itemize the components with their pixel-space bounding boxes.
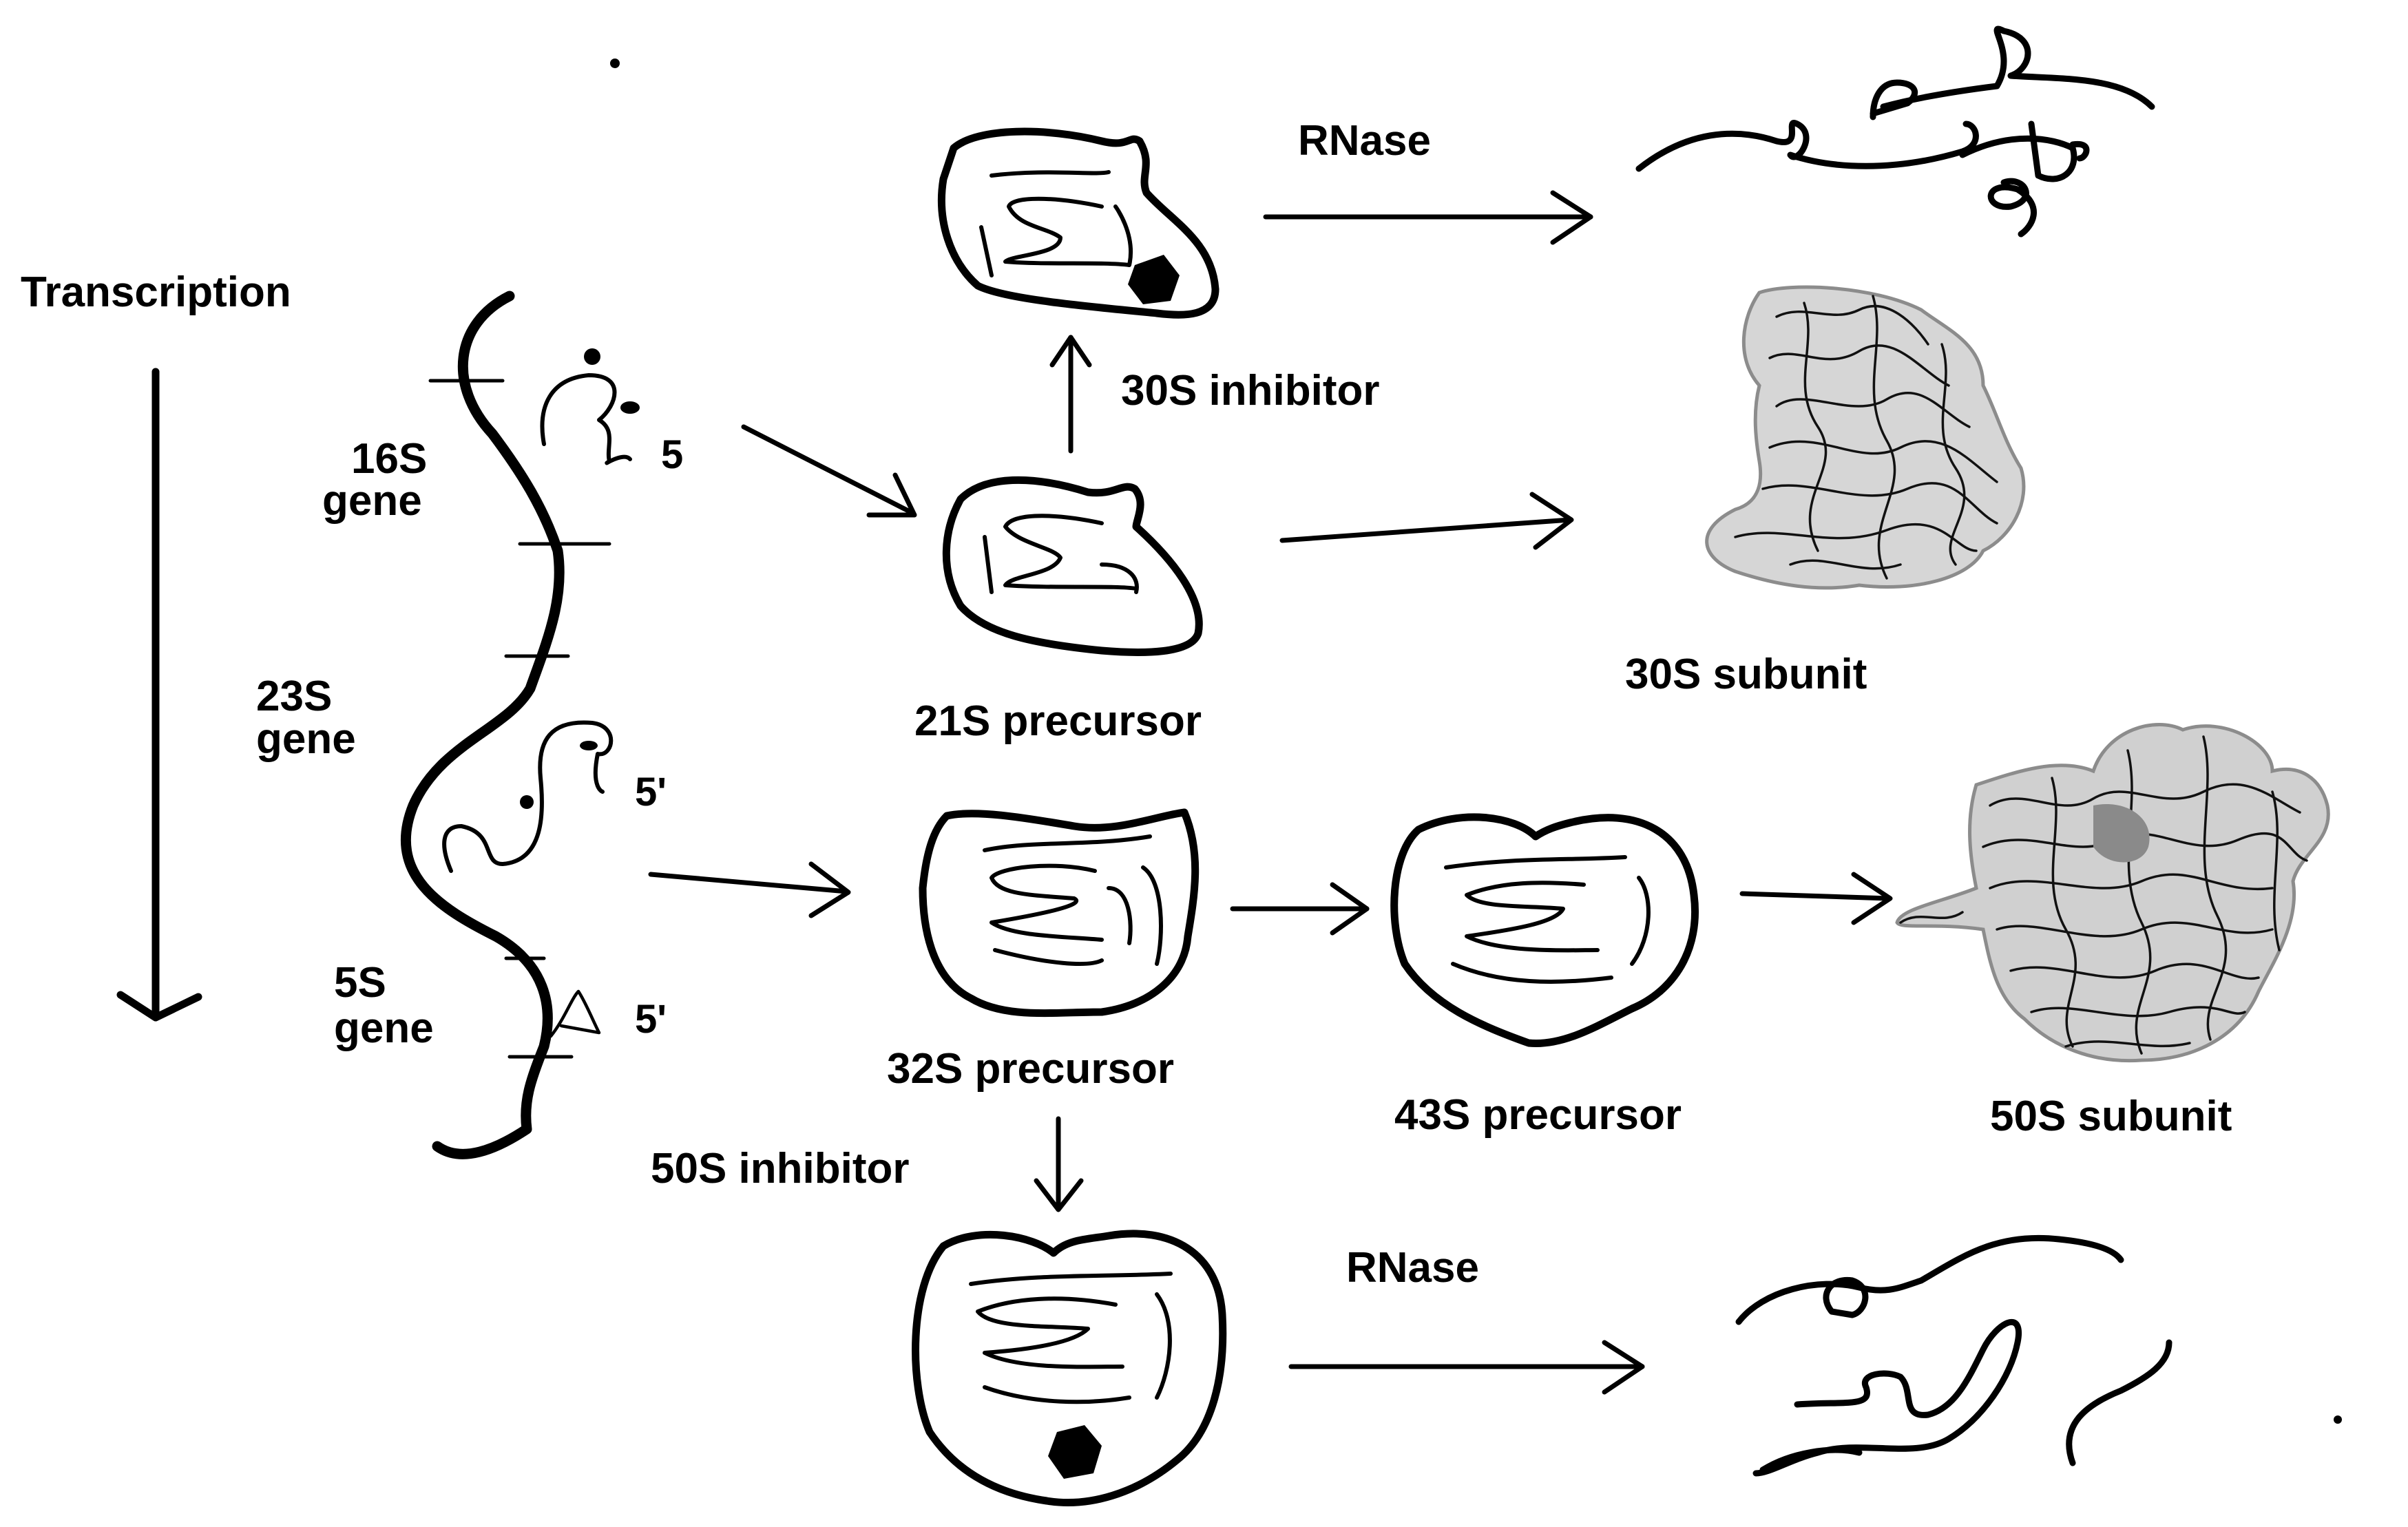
21s-precursor-label: 21S precursor [914,697,1202,745]
32s-precursor-label: 32S precursor [887,1045,1174,1093]
stray-dot [610,59,620,68]
rrna-operon-strand [400,291,640,1159]
arrow-strand-to-32s [648,872,850,894]
end-16s-label: 5 [661,432,683,477]
30s-subunit-label: 30S subunit [1625,651,1867,698]
50s-inhibitor-label: 50S inhibitor [651,1145,909,1192]
50s-inhibited-particle [912,1230,1227,1506]
gene-23s-label-2: gene [256,715,356,763]
rnase-top-label: RNase [1298,117,1431,165]
43s-precursor-label: 43S precursor [1394,1091,1682,1139]
end-5s-label: 5' [635,997,667,1042]
gene-16s-label-2: gene [322,477,422,525]
end-23s-label: 5' [635,770,667,814]
43s-precursor-particle [1390,813,1699,1048]
32s-precursor-particle [919,808,1200,1018]
degraded-rna-bottom [1735,1234,2173,1477]
gene-16s-label: 16S [351,435,427,483]
50s-subunit-label: 50S subunit [1990,1093,2232,1140]
degraded-rna-top [1635,25,2155,238]
arrow-strand-to-21s [741,424,915,516]
21s-precursor-particle [942,476,1203,656]
30s-inhibitor-label: 30S inhibitor [1121,367,1379,414]
50s-subunit-structure [1895,723,2330,1063]
arrow-21s-to-30s [1279,517,1573,543]
arrow-43s-to-50s [1739,891,1891,901]
stray-dot [2334,1415,2342,1424]
transcription-arrow [116,368,202,1022]
transcription-label: Transcription [21,268,291,316]
gene-5s-label: 5S [334,959,386,1007]
30s-subunit-structure [1705,285,2026,590]
rnase-bottom-label: RNase [1346,1244,1479,1292]
30s-inhibited-particle [938,127,1219,319]
gene-5s-label-2: gene [334,1004,434,1052]
gene-23s-label: 23S [256,673,332,720]
